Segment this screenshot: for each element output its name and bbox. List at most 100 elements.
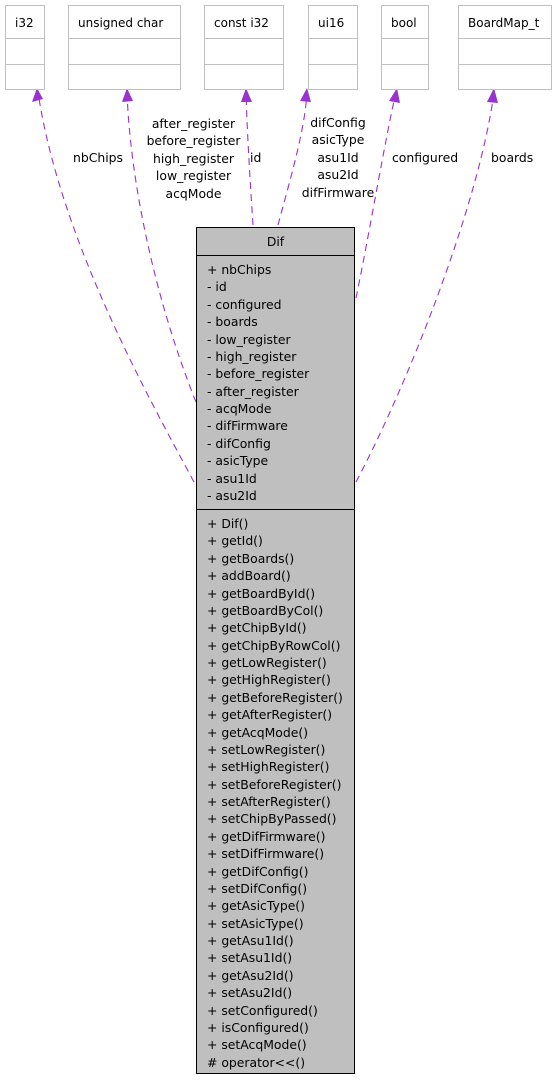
- method-item: + getAsu2Id(): [207, 967, 294, 983]
- arrowhead-uchar: [122, 88, 133, 102]
- type-attr-section: [382, 39, 428, 65]
- arrowhead-ui16: [300, 88, 311, 102]
- edge-label-line: after_register: [151, 116, 236, 131]
- edge-label-line: low_register: [155, 168, 232, 184]
- method-item: + setChipByPassed(): [207, 811, 337, 827]
- method-item: + getBoardByCol(): [207, 602, 324, 618]
- edge-label-ui16: difConfig asicType asu1Id asu2Id difFirm…: [298, 114, 378, 201]
- edge-id: [245, 91, 254, 226]
- type-box-ui16: ui16: [308, 5, 358, 90]
- method-item: + setAsu1Id(): [207, 950, 293, 966]
- method-item: + getAfterRegister(): [207, 707, 333, 723]
- method-item: + getDifConfig(): [207, 863, 309, 879]
- type-box-bool: bool: [381, 5, 429, 90]
- edge-label-line: difConfig: [310, 115, 366, 130]
- class-name: Dif: [197, 228, 354, 256]
- method-list: + Dif() + getId() + getBoards() + addBoa…: [197, 510, 354, 1071]
- attribute-item: - low_register: [207, 331, 291, 347]
- method-item: + setDifConfig(): [207, 880, 308, 896]
- attribute-item: - id: [207, 279, 227, 295]
- type-attr-section: [309, 39, 357, 65]
- type-name: unsigned char: [69, 6, 180, 39]
- attribute-item: - asu1Id: [207, 470, 257, 486]
- method-item: + getBoards(): [207, 550, 295, 566]
- method-item: + Dif(): [207, 516, 249, 531]
- method-item: + getChipById(): [207, 620, 307, 636]
- edge-label-line: id: [250, 150, 262, 165]
- method-item: + getLowRegister(): [207, 655, 327, 670]
- type-box-unsigned-char: unsigned char: [68, 5, 181, 90]
- edge-label-line: asicType: [311, 132, 365, 148]
- method-item: + isConfigured(): [207, 1019, 309, 1035]
- type-method-section: [459, 65, 551, 91]
- method-item: + getHighRegister(): [207, 672, 331, 688]
- attribute-item: - high_register: [207, 348, 297, 364]
- edge-label-line: configured: [392, 150, 459, 165]
- attribute-item: - asicType: [207, 453, 269, 469]
- type-box-i32: i32: [5, 5, 45, 90]
- type-attr-section: [6, 39, 44, 65]
- method-item: + getAsicType(): [207, 898, 305, 914]
- method-item: + setHighRegister(): [207, 759, 330, 775]
- type-method-section: [309, 65, 357, 91]
- attribute-item: - after_register: [207, 383, 299, 399]
- edge-label-id: id: [250, 149, 261, 166]
- method-item: + getAsu1Id(): [207, 933, 294, 948]
- method-item: + setLowRegister(): [207, 741, 326, 757]
- attribute-item: - difConfig: [207, 435, 271, 451]
- method-item: + getId(): [207, 533, 263, 549]
- method-item: + setDifFirmware(): [207, 846, 325, 862]
- method-item: + setAfterRegister(): [207, 794, 331, 809]
- method-item: + addBoard(): [207, 568, 291, 584]
- attribute-item: + nbChips: [207, 262, 272, 277]
- edge-label-line: nbChips: [73, 150, 123, 165]
- type-name: ui16: [309, 6, 357, 39]
- edge-configured: [355, 91, 397, 299]
- edge-label-nbchips: nbChips: [73, 149, 123, 166]
- type-attr-section: [205, 39, 283, 65]
- type-name: BoardMap_t: [459, 6, 551, 39]
- type-attr-section: [459, 39, 551, 65]
- attribute-list: + nbChips - id - configured - boards - l…: [197, 256, 354, 510]
- attribute-item: - configured: [207, 296, 282, 312]
- type-attr-section: [69, 39, 180, 65]
- edge-label-line: before_register: [146, 133, 241, 149]
- edge-nbchips: [37, 91, 195, 483]
- arrowhead-bool: [389, 88, 400, 103]
- edge-label-line: difFirmware: [301, 184, 375, 200]
- edge-label-registers: after_register before_register high_regi…: [143, 115, 244, 202]
- method-item: + getBeforeRegister(): [207, 689, 343, 705]
- type-name: bool: [382, 6, 428, 39]
- attribute-item: - difFirmware: [207, 418, 288, 434]
- type-name: i32: [6, 6, 44, 39]
- edge-label-boards: boards: [491, 149, 533, 166]
- method-item: + getDifFirmware(): [207, 828, 326, 844]
- type-method-section: [382, 65, 428, 91]
- attribute-item: - asu2Id: [207, 487, 257, 503]
- method-item: + getChipByRowCol(): [207, 637, 341, 653]
- method-item: + setAsu2Id(): [207, 985, 293, 1001]
- edge-ui16: [277, 91, 308, 226]
- method-item: + setBeforeRegister(): [207, 776, 342, 792]
- type-name: const i32: [205, 6, 283, 39]
- method-item: + getAcqMode(): [207, 724, 309, 740]
- method-item: + getBoardById(): [207, 585, 316, 601]
- type-box-const-i32: const i32: [204, 5, 284, 90]
- type-method-section: [69, 65, 180, 91]
- edge-label-line: asu1Id: [317, 149, 359, 165]
- type-method-section: [205, 65, 283, 91]
- arrowhead-ci32: [241, 88, 252, 102]
- type-method-section: [6, 65, 44, 91]
- arrowhead-boardmap: [487, 88, 498, 103]
- arrowhead-i32: [32, 88, 43, 102]
- method-item: + setConfigured(): [207, 1002, 318, 1018]
- attribute-item: - acqMode: [207, 401, 272, 416]
- method-item: + setAcqMode(): [207, 1037, 307, 1053]
- type-box-boardmap: BoardMap_t: [458, 5, 552, 90]
- class-box-dif: Dif + nbChips - id - configured - boards…: [196, 227, 355, 1074]
- edge-label-line: high_register: [153, 150, 234, 166]
- method-item: + setAsicType(): [207, 915, 304, 931]
- attribute-item: - boards: [207, 314, 258, 330]
